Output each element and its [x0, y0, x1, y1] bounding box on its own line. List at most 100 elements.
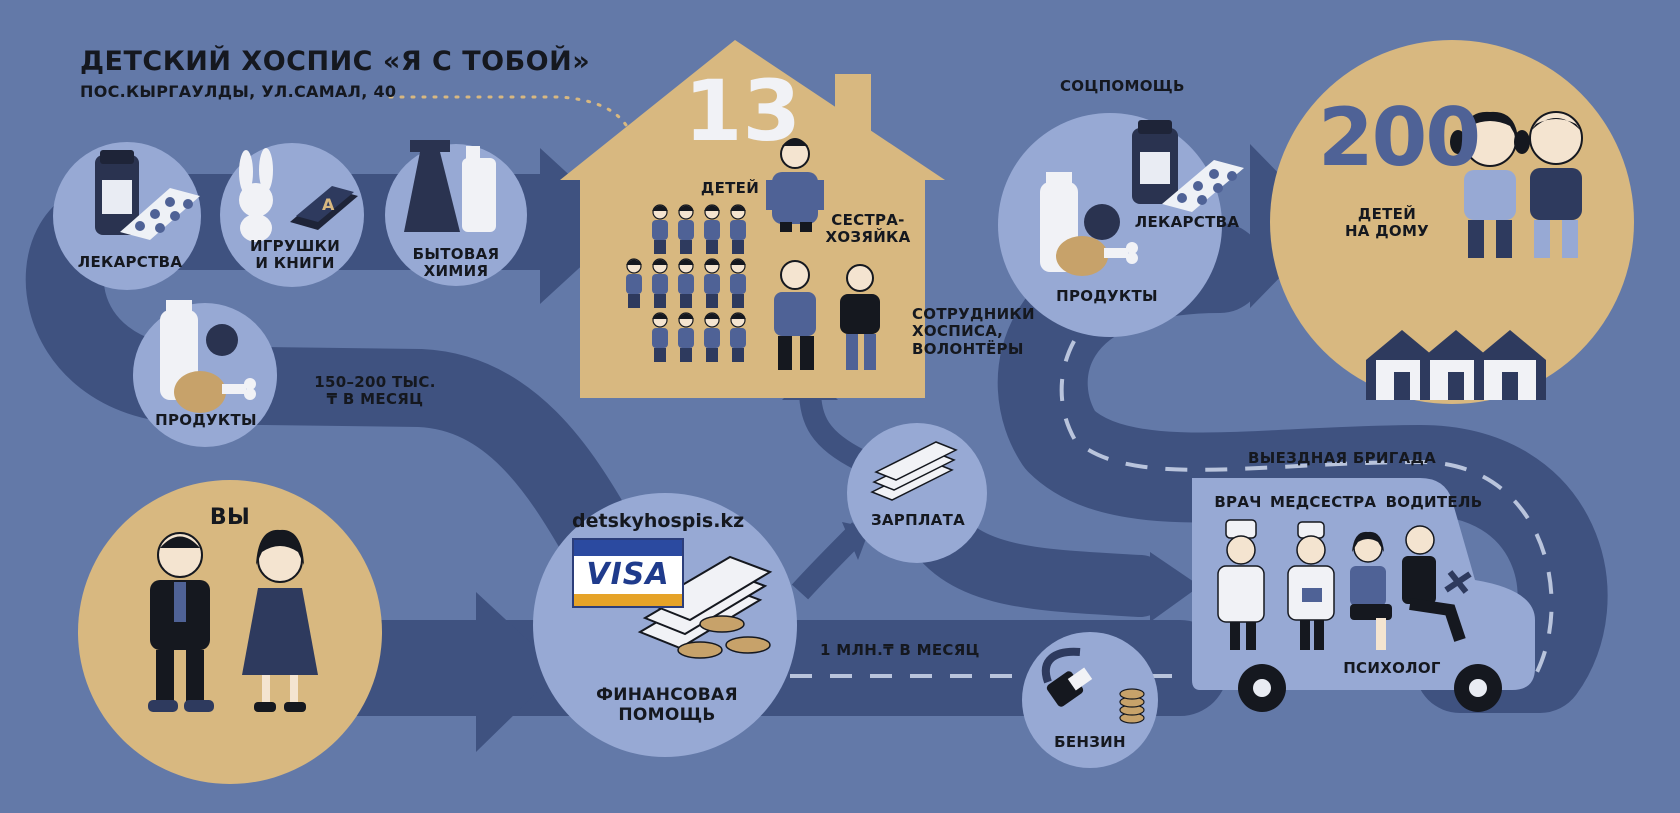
label-products: ПРОДУКТЫ [155, 411, 257, 429]
child-body [730, 220, 746, 240]
salary-money-icon [870, 441, 958, 501]
child-body [704, 220, 720, 240]
label-household: БЫТОВАЯ ХИМИЯ [412, 245, 500, 281]
child-legs [706, 240, 718, 254]
label-you: ВЫ [209, 505, 251, 530]
child-hair [652, 205, 668, 211]
svg-text:A: A [322, 195, 335, 214]
visa-card-icon: VISA [572, 538, 684, 608]
child-legs [654, 348, 666, 362]
child-body [652, 220, 668, 240]
site-link[interactable]: detskyhospis.kz [572, 510, 745, 532]
social-pills-icon [1162, 160, 1244, 212]
child-legs [628, 294, 640, 308]
child-body [626, 274, 642, 294]
driver-figure [1402, 525, 1472, 642]
arrow-to-van [1150, 552, 1200, 622]
label-staff: СОТРУДНИКИ ХОСПИСА, ВОЛОНТЁРЫ [912, 305, 1035, 358]
child-body [678, 274, 694, 294]
child-legs [654, 294, 666, 308]
label-amount: 150–200 ТЫС. ₸ В МЕСЯЦ [314, 373, 436, 409]
hospice-address: ПОС.КЫРГАУЛДЫ, УЛ.САМАЛ, 40 [80, 82, 397, 101]
child-hair [678, 205, 694, 211]
detergent-icon [462, 146, 496, 232]
circle-toys [220, 143, 364, 287]
label-finance: ФИНАНСОВАЯ ПОМОЩЬ [596, 685, 738, 725]
social-bottle-icon [1132, 120, 1178, 204]
child-legs [654, 240, 666, 254]
children-grid-icon [626, 204, 746, 362]
home-count: 200 [1318, 91, 1481, 184]
child-hair [730, 205, 746, 211]
child-hair [704, 313, 720, 319]
child-body [730, 274, 746, 294]
label-hospice-children: ДЕТЕЙ [700, 179, 760, 197]
small-houses-icon [1366, 330, 1546, 400]
address-dots [388, 95, 630, 130]
child-legs [706, 294, 718, 308]
label-nurse: СЕСТРА- ХОЗЯЙКА [825, 211, 911, 247]
apple-icon [206, 324, 238, 356]
visa-text: VISA [586, 557, 670, 592]
label-monthly: 1 МЛН.₸ В МЕСЯЦ [820, 641, 980, 659]
psychologist-figure [1350, 531, 1392, 650]
staff-man-figure [774, 260, 816, 370]
bunny-icon [239, 148, 273, 242]
label-medsestra: МЕДСЕСТРА [1270, 493, 1377, 511]
label-fuel: БЕНЗИН [1054, 733, 1126, 751]
label-brigade-title: ВЫЕЗДНАЯ БРИГАДА [1248, 449, 1437, 467]
child-legs [732, 240, 744, 254]
child-hair [730, 313, 746, 319]
child-hair [704, 259, 720, 265]
nurse-figure [766, 138, 824, 232]
circle-fuel [1022, 632, 1158, 768]
child-body [704, 328, 720, 348]
label-psychologist: ПСИХОЛОГ [1343, 659, 1441, 677]
medsestra-figure [1287, 521, 1335, 650]
child-body [730, 328, 746, 348]
label-toys-books: ИГРУШКИ И КНИГИ [249, 237, 341, 273]
staff-woman-figure [840, 264, 880, 370]
child-legs [706, 348, 718, 362]
label-medicines: ЛЕКАРСТВА [77, 253, 183, 271]
child-legs [732, 348, 744, 362]
child-legs [680, 348, 692, 362]
doctor-figure [1217, 519, 1265, 650]
label-salary: ЗАРПЛАТА [870, 511, 966, 529]
child-legs [680, 240, 692, 254]
label-driver: ВОДИТЕЛЬ [1385, 493, 1483, 511]
child-body [678, 220, 694, 240]
child-hair [730, 259, 746, 265]
home-boy-figure [1529, 111, 1583, 258]
bottle-icon [95, 150, 139, 235]
arrow-salary-up [799, 389, 866, 470]
man-figure [148, 532, 214, 712]
woman-figure [242, 529, 318, 712]
fuel-coins-icon [1119, 688, 1145, 724]
child-body [704, 274, 720, 294]
child-hair [652, 259, 668, 265]
child-hair [704, 205, 720, 211]
label-doctor: ВРАЧ [1214, 493, 1262, 511]
chicken-icon [174, 371, 256, 413]
hospice-count: 13 [684, 62, 801, 160]
label-social-medicines: ЛЕКАРСТВА [1134, 213, 1240, 231]
book-icon: A [290, 186, 358, 230]
child-body [652, 274, 668, 294]
fuel-nozzle-icon [1041, 647, 1093, 707]
social-apple-icon [1084, 204, 1120, 240]
spray-bottle-icon [404, 140, 460, 232]
child-hair [678, 313, 694, 319]
social-chicken-icon [1056, 236, 1138, 276]
home-girl-figure [1450, 111, 1530, 258]
page-title: ДЕТСКИЙ ХОСПИС «Я С ТОБОЙ» [80, 46, 591, 77]
label-social-title: СОЦПОМОЩЬ [1060, 77, 1185, 95]
pills-icon [120, 188, 200, 240]
label-social-products: ПРОДУКТЫ [1056, 287, 1158, 305]
child-body [678, 328, 694, 348]
arrow-finance-salary [791, 522, 868, 600]
child-hair [626, 259, 642, 265]
circle-salary [847, 423, 987, 563]
